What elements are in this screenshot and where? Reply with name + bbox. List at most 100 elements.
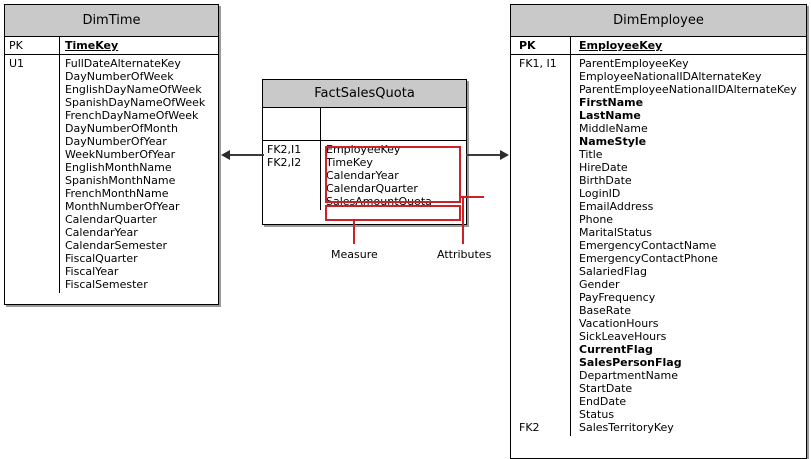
entity-factsalesquota-pk-label: [263, 108, 321, 140]
field-row: StartDate: [579, 382, 633, 395]
annotation-label-attributes: Attributes: [437, 248, 492, 261]
field-row: MonthNumberOfYear: [65, 200, 180, 213]
key-spacer-22: [519, 343, 570, 356]
field-row: SalesAmountQuota: [326, 195, 432, 208]
field-row: WeekNumberOfYear: [65, 148, 176, 161]
field-row: SpanishMonthName: [65, 174, 176, 187]
field-row: EmailAddress: [579, 200, 654, 213]
field-row: VacationHours: [579, 317, 659, 330]
field-row: TimeKey: [326, 156, 373, 169]
field-row: EmergencyContactPhone: [579, 252, 718, 265]
entity-factsalesquota-pk-section: [263, 108, 466, 140]
field-row: NameStyle: [579, 135, 647, 148]
entity-factsalesquota-title: FactSalesQuota: [263, 80, 466, 108]
field-row: ParentEmployeeNationalIDAlternateKey: [579, 83, 797, 96]
field-row: EndDate: [579, 395, 627, 408]
relationship-arrow-to-dimemployee: [500, 150, 509, 160]
field-row: SalesTerritoryKey: [579, 421, 674, 434]
field-row: EmployeeNationalIDAlternateKey: [579, 70, 762, 83]
field-row: FiscalSemester: [65, 278, 148, 291]
field-timekey: TimeKey: [65, 39, 119, 52]
field-row: DepartmentName: [579, 369, 679, 382]
field-row: ParentEmployeeKey: [579, 57, 689, 70]
field-row: DayNumberOfMonth: [65, 122, 178, 135]
field-row: FiscalQuarter: [65, 252, 138, 265]
entity-dimtime-title: DimTime: [5, 5, 218, 37]
entity-dimemployee-pk-section: PK EmployeeKey: [511, 37, 806, 54]
key-spacer-1: [519, 70, 570, 83]
key-spacer-17: [519, 278, 570, 291]
field-row: LastName: [579, 109, 641, 122]
field-row: HireDate: [579, 161, 628, 174]
key-line-u1: U1: [9, 57, 25, 70]
key-spacer-21: [519, 330, 570, 343]
entity-factsalesquota-attr-section: FK2,I1 FK2,I2 EmployeeKey TimeKey Calend…: [263, 140, 466, 210]
key-spacer-27: [519, 408, 570, 421]
leader-attributes-vertical: [462, 196, 464, 244]
key-line-fk2: FK2: [519, 421, 540, 434]
key-spacer-20: [519, 317, 570, 330]
entity-factsalesquota[interactable]: FactSalesQuota FK2,I1 FK2,I2 EmployeeKey…: [262, 79, 467, 225]
field-row: CalendarQuarter: [65, 213, 157, 226]
key-spacer-3: [519, 96, 570, 109]
entity-dimtime-fields: FullDateAlternateKey DayNumberOfWeek Eng…: [60, 55, 218, 293]
key-line-fk1i1: FK1, I1: [519, 57, 557, 70]
entity-dimtime[interactable]: DimTime PK TimeKey U1 FullDateAlternateK…: [4, 4, 219, 305]
field-row: EmergencyContactName: [579, 239, 717, 252]
field-row: SickLeaveHours: [579, 330, 667, 343]
key-spacer-2: [519, 83, 570, 96]
field-row: FrenchMonthName: [65, 187, 169, 200]
field-row: Status: [579, 408, 615, 421]
key-spacer-26: [519, 395, 570, 408]
key-line-fk2i2: FK2,I2: [267, 156, 302, 169]
entity-factsalesquota-fields: EmployeeKey TimeKey CalendarYear Calenda…: [321, 141, 466, 210]
entity-dimemployee-title: DimEmployee: [511, 5, 806, 37]
field-row: Gender: [579, 278, 620, 291]
entity-dimtime-pk-section: PK TimeKey: [5, 37, 218, 54]
leader-measure-vertical: [353, 221, 355, 244]
entity-dimemployee-attr-section: FK1, I1: [511, 54, 806, 436]
entity-dimtime-attr-section: U1 FullDateAlternateKey DayNumberOfWeek …: [5, 54, 218, 293]
field-row: FiscalYear: [65, 265, 119, 278]
entity-factsalesquota-pk-field: [321, 108, 466, 140]
field-row: EnglishDayNameOfWeek: [65, 83, 202, 96]
key-spacer-4: [519, 109, 570, 122]
field-row: PayFrequency: [579, 291, 656, 304]
entity-dimemployee-fields: ParentEmployeeKey EmployeeNationalIDAlte…: [571, 55, 806, 436]
field-row: DayNumberOfYear: [65, 135, 167, 148]
field-row: Title: [579, 148, 603, 161]
field-row: EnglishMonthName: [65, 161, 172, 174]
relationship-line-fact-to-dimemployee: [466, 154, 506, 156]
field-row: LoginID: [579, 187, 621, 200]
field-row: CalendarYear: [326, 169, 399, 182]
key-spacer-11: [519, 200, 570, 213]
field-row: DayNumberOfWeek: [65, 70, 174, 83]
field-row: SalariedFlag: [579, 265, 647, 278]
key-spacer-16: [519, 265, 570, 278]
relationship-line-dimtime-to-fact: [228, 154, 264, 156]
key-spacer-6: [519, 135, 570, 148]
key-spacer-7: [519, 148, 570, 161]
field-employeekey: EmployeeKey: [579, 39, 663, 52]
field-row: MaritalStatus: [579, 226, 652, 239]
entity-factsalesquota-keycol: FK2,I1 FK2,I2: [263, 141, 321, 210]
key-spacer-18: [519, 291, 570, 304]
key-spacer-24: [519, 369, 570, 382]
key-spacer-13: [519, 226, 570, 239]
field-row: SalesPersonFlag: [579, 356, 682, 369]
key-spacer-9: [519, 174, 570, 187]
key-spacer-12: [519, 213, 570, 226]
key-spacer-5: [519, 122, 570, 135]
key-spacer-8: [519, 161, 570, 174]
leader-attributes-horizontal: [459, 196, 484, 198]
field-row: FrenchDayNameOfWeek: [65, 109, 199, 122]
key-spacer-23: [519, 356, 570, 369]
field-row: MiddleName: [579, 122, 648, 135]
entity-dimemployee[interactable]: DimEmployee PK EmployeeKey FK1, I1: [510, 4, 807, 459]
field-row: FirstName: [579, 96, 644, 109]
field-row: BirthDate: [579, 174, 632, 187]
field-row: Phone: [579, 213, 614, 226]
field-row: CalendarSemester: [65, 239, 168, 252]
field-row: FullDateAlternateKey: [65, 57, 181, 70]
